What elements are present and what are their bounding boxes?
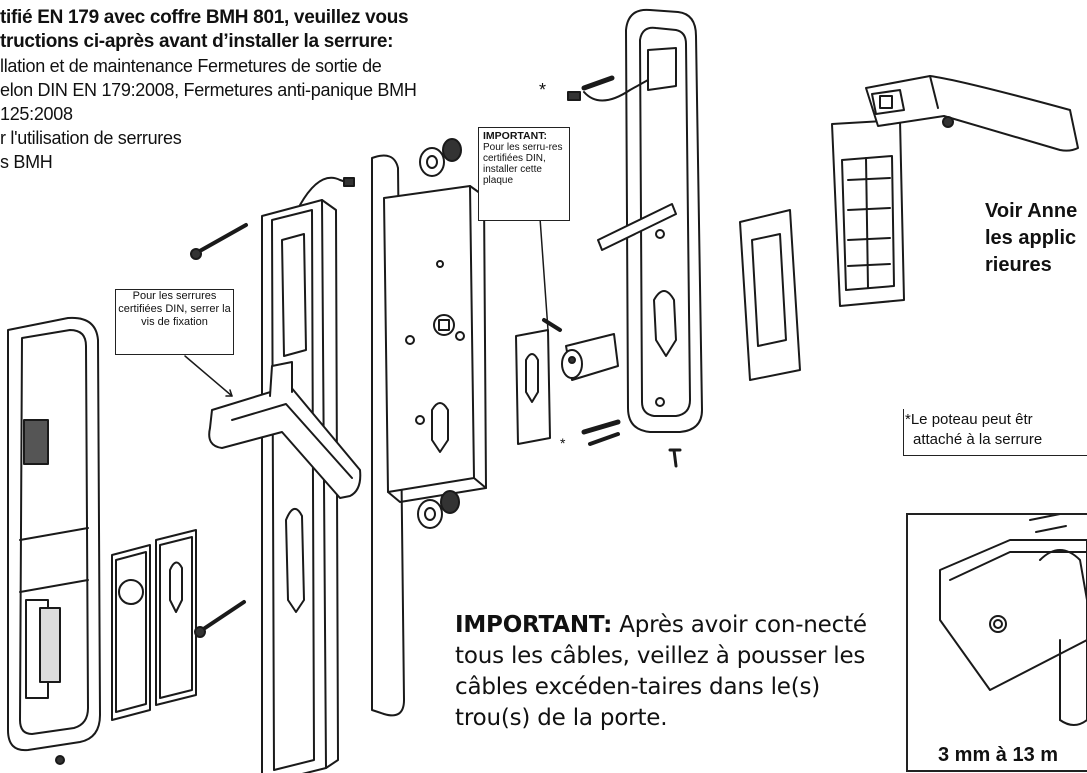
callout-plate-body: Pour les serru-res certifiées DIN, insta…: [483, 142, 563, 186]
asterisk-marker-bottom: *: [560, 435, 566, 451]
cylinder: [561, 333, 621, 435]
see-annex-line-3: rieures: [985, 254, 1052, 276]
outer-escutcheon: [7, 316, 101, 765]
bracket-assembly: [739, 119, 905, 381]
callout-din-screw-text: Pour les serrures certifiées DIN, serrer…: [118, 290, 231, 328]
spacer-rings: [417, 138, 462, 529]
top-lever-handle: [865, 75, 1079, 152]
detail-drawing: [939, 513, 1087, 726]
header-line-1: tifié EN 179 avec coffre BMH 801, veuill…: [0, 7, 409, 28]
post-note-line-2: attaché à la serrure: [913, 431, 1043, 448]
inner-escutcheon: [597, 8, 703, 468]
detail-inset-frame: [906, 513, 1087, 772]
cable-posts: [567, 75, 649, 446]
header-line-6: r l'utilisation de serrures: [0, 128, 182, 148]
see-annex-line-2: les applic: [985, 227, 1077, 249]
important-keyword: IMPORTANT:: [455, 612, 613, 638]
header-line-2: tructions ci-après avant d’installer la …: [0, 31, 394, 52]
post-note: *Le poteau peut êtr attaché à la serrure: [905, 410, 1042, 450]
mortise-lock-body: [371, 154, 487, 717]
post-note-frame: [903, 409, 1087, 456]
callout-din-plate: IMPORTANT: Pour les serru-res certifiées…: [478, 127, 570, 221]
trim-plates: [111, 529, 197, 721]
mounting-chassis: [261, 176, 355, 773]
thickness-measure: 3 mm à 13 m: [938, 744, 1059, 766]
callout-din-screw: Pour les serrures certifiées DIN, serrer…: [115, 289, 234, 355]
header-line-7: s BMH: [0, 152, 53, 172]
post-note-line-1: Le poteau peut êtr: [910, 411, 1033, 428]
asterisk-marker-top: *: [539, 80, 547, 100]
long-screws: [190, 223, 248, 638]
header-line-3: llation et de maintenance Fermetures de …: [0, 56, 382, 76]
header-instructions: tifié EN 179 avec coffre BMH 801, veuill…: [0, 6, 560, 174]
din-plate: [515, 318, 562, 445]
header-line-5: 125:2008: [0, 104, 73, 124]
important-cable-note: IMPORTANT: Après avoir con-necté tous le…: [455, 610, 895, 734]
header-line-4: elon DIN EN 179:2008, Fermetures anti-pa…: [0, 80, 417, 100]
callout-plate-title: IMPORTANT:: [483, 130, 547, 142]
post-note-star: *: [905, 411, 911, 428]
important-text: Après avoir con-necté tous les câbles, v…: [455, 612, 867, 731]
see-annex-text: Voir Anne les applic rieures: [985, 198, 1077, 279]
lever-handle: [208, 361, 362, 499]
see-annex-line-1: Voir Anne: [985, 200, 1078, 222]
